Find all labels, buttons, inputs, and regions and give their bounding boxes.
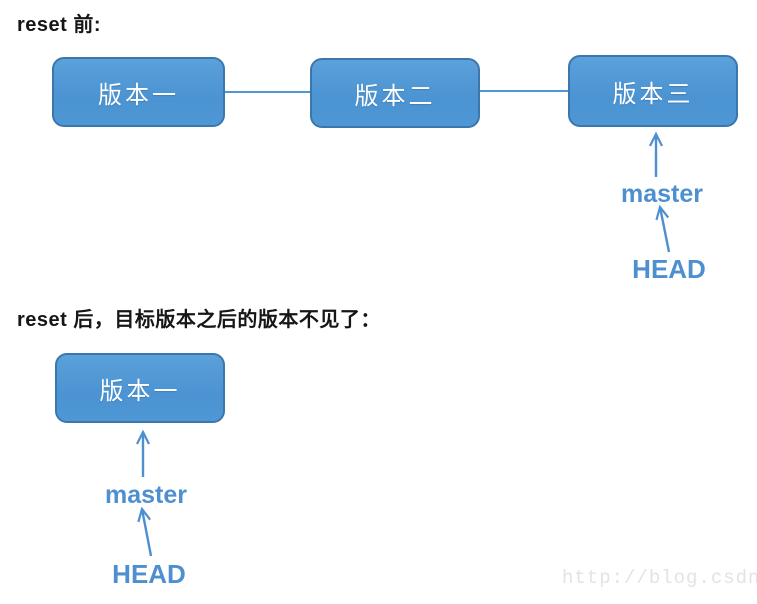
head-to-master-arrow-before [660, 207, 671, 253]
after-reset-title: reset 后，目标版本之后的版本不见了： [17, 309, 381, 331]
version-node-1: 版本一 [52, 57, 225, 127]
version-node-1-label: 版本一 [98, 81, 179, 109]
version-node-3: 版本三 [568, 55, 738, 127]
version-node-1-after: 版本一 [55, 353, 225, 423]
master-branch-label-after: master [105, 481, 187, 509]
version-node-3-label: 版本三 [612, 80, 694, 108]
version-node-2-label: 版本二 [354, 82, 436, 110]
before-reset-title: reset 前: [17, 14, 102, 36]
head-pointer-label-after: HEAD [112, 559, 186, 589]
head-pointer-label-before: HEAD [632, 254, 706, 284]
head-to-master-arrow-after [142, 509, 153, 557]
version-node-2: 版本二 [310, 58, 480, 128]
master-branch-label-before: master [621, 180, 703, 208]
version-node-1-after-label: 版本一 [99, 377, 181, 405]
blog-watermark: http://blog.csdn.ne [562, 567, 757, 589]
